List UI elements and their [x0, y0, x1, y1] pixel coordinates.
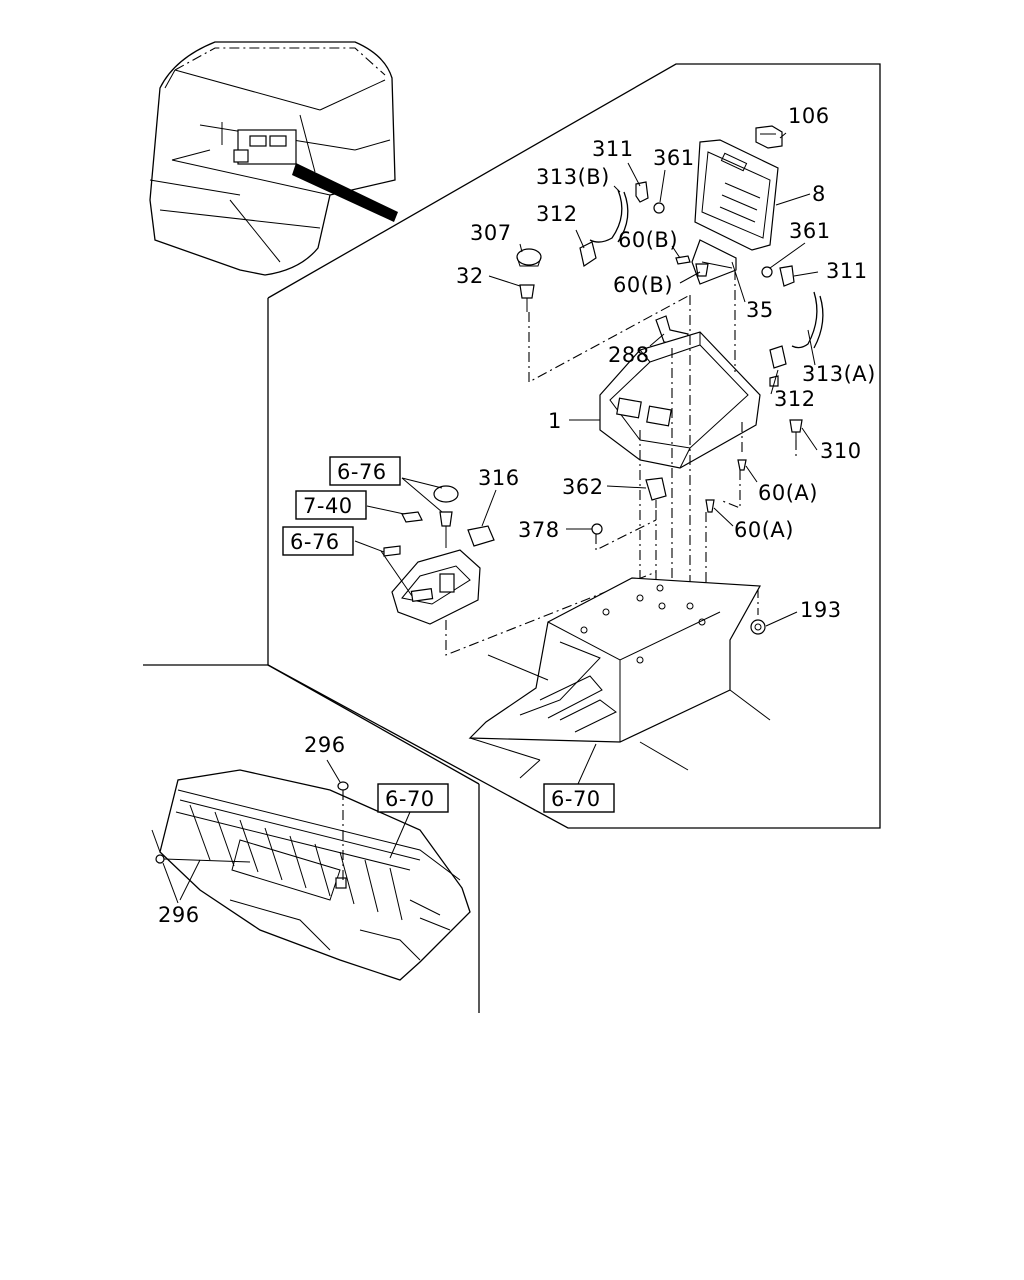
label-311-top: 311: [592, 137, 634, 161]
console-assembly: [383, 125, 824, 779]
label-6-70-floor: 6-70: [385, 787, 435, 811]
label-316: 316: [478, 466, 520, 490]
bezel-part: [694, 139, 779, 251]
callout-labels: 106 311 361 8 313(B) 312 60(B) 361 307 3…: [158, 104, 876, 927]
ref-box-6-70-main: [543, 783, 615, 813]
ref-box-6-70-floor: [377, 783, 449, 813]
label-313a: 313(A): [802, 362, 876, 386]
ref-box-7-40: [295, 490, 367, 520]
label-296-bottom: 296: [158, 903, 200, 927]
label-313b: 313(B): [536, 165, 610, 189]
floor-panel-illustration: [151, 769, 471, 981]
label-60b-bottom: 60(B): [613, 273, 673, 297]
label-378: 378: [518, 518, 560, 542]
cup-holder-part: [391, 549, 481, 625]
label-32: 32: [456, 264, 484, 288]
label-6-76-bottom: 6-76: [290, 530, 340, 554]
label-6-76-top: 6-76: [337, 460, 387, 484]
label-362: 362: [562, 475, 604, 499]
leader-lines: [162, 132, 819, 904]
label-6-70-main: 6-70: [551, 787, 601, 811]
label-288: 288: [608, 343, 650, 367]
label-1: 1: [548, 409, 562, 433]
floor-tunnel: [468, 577, 771, 779]
ref-box-6-76-top: [329, 456, 401, 486]
label-35: 35: [746, 298, 774, 322]
label-60a-bottom: 60(A): [734, 518, 794, 542]
label-8: 8: [812, 182, 826, 206]
label-312-right: 312: [774, 387, 816, 411]
label-311-right: 311: [826, 259, 868, 283]
label-296-top: 296: [304, 733, 346, 757]
label-106: 106: [788, 104, 830, 128]
label-60b-top: 60(B): [618, 228, 678, 252]
label-312-top: 312: [536, 202, 578, 226]
ref-box-6-76-bottom: [282, 526, 354, 556]
label-60a-top: 60(A): [758, 481, 818, 505]
label-310: 310: [820, 439, 862, 463]
clip-part-106: [755, 125, 783, 149]
cab-overview-illustration: [149, 41, 398, 276]
detail-frame: [143, 63, 881, 1013]
label-7-40: 7-40: [303, 494, 353, 518]
label-307: 307: [470, 221, 512, 245]
label-193: 193: [800, 598, 842, 622]
label-361-top: 361: [653, 146, 695, 170]
label-361-right: 361: [789, 219, 831, 243]
